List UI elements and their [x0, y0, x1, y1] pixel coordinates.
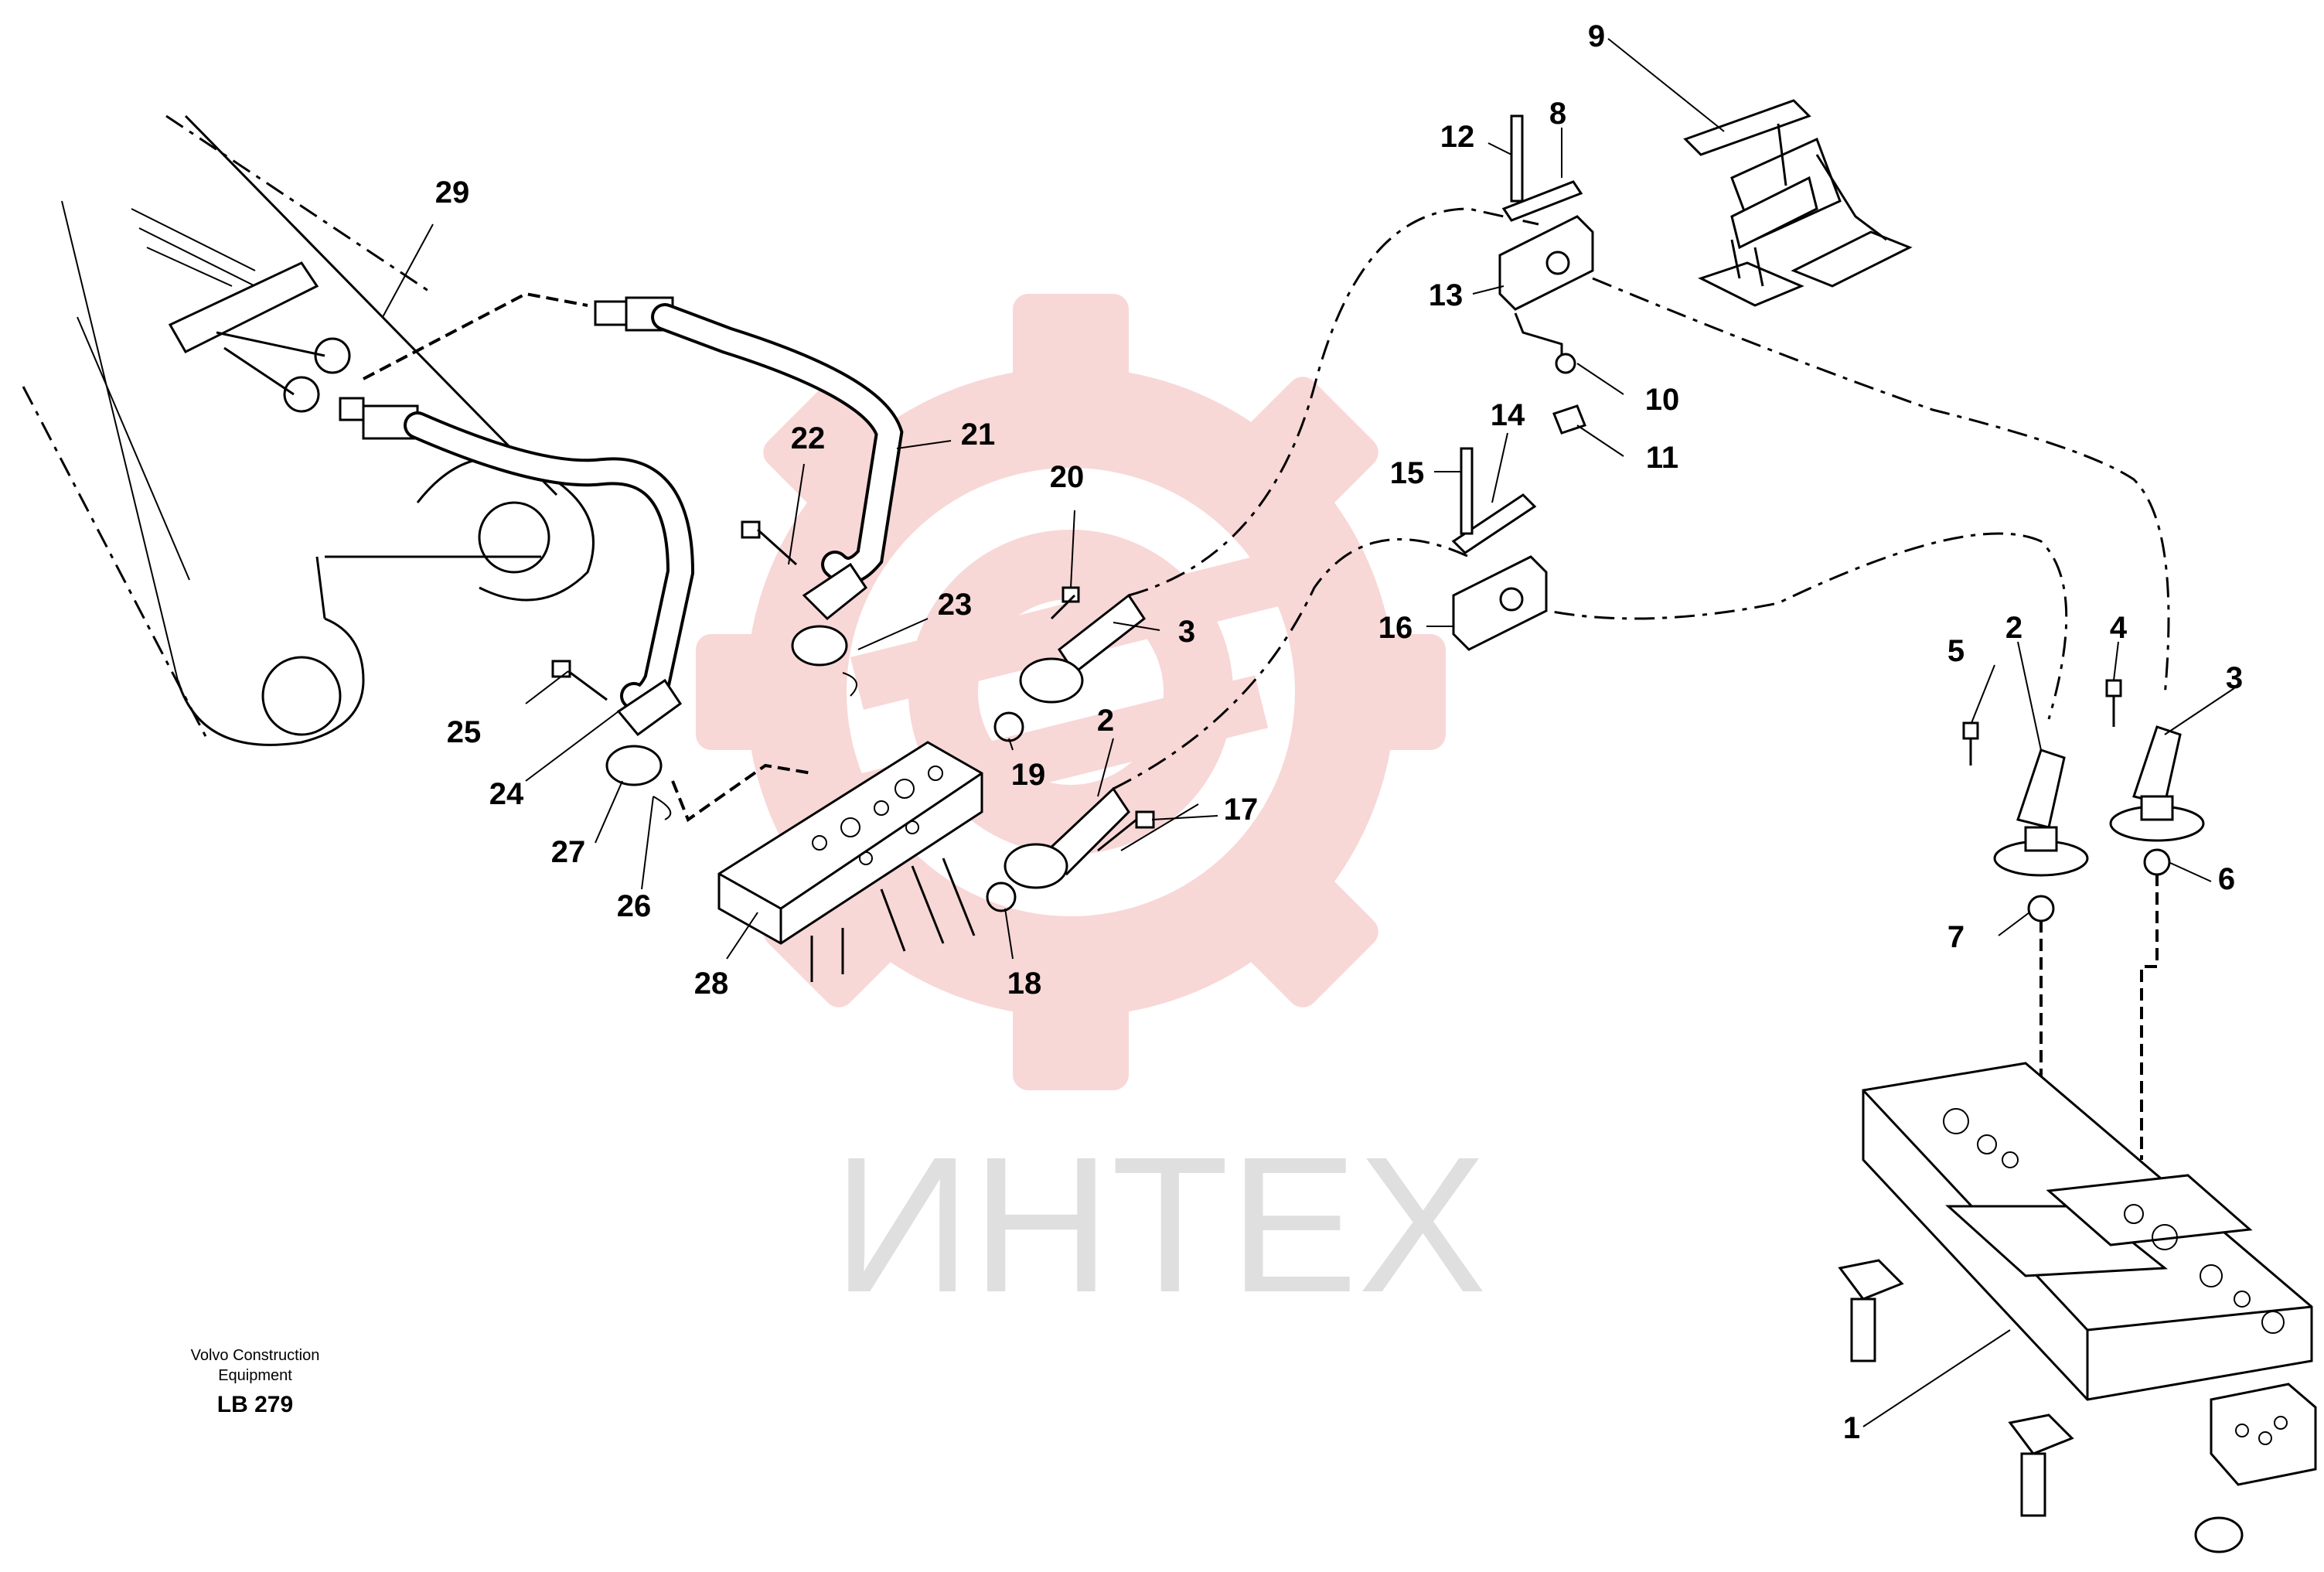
drawing-caption: Volvo Construction Equipment LB 279 [116, 1345, 394, 1418]
boom-outline [22, 114, 595, 746]
callout-6: 6 [2218, 862, 2235, 896]
route-upper [1128, 207, 1539, 597]
callout-16: 16 [1378, 611, 1413, 645]
callout-labels: 29 21 22 23 20 3 19 2 17 18 25 24 27 26 … [435, 19, 2243, 1445]
callout-3-left: 3 [1178, 615, 1195, 649]
callout-23: 23 [938, 588, 973, 622]
callout-10: 10 [1645, 383, 1680, 417]
screw-25 [551, 660, 608, 701]
line-6 [2140, 874, 2159, 1160]
control-valve-28 [717, 741, 983, 982]
callout-21: 21 [961, 418, 996, 452]
callout-2-left: 2 [1097, 704, 1114, 738]
caption-line1: Volvo Construction [190, 1347, 320, 1364]
callout-4: 4 [2110, 611, 2128, 645]
callout-1: 1 [1843, 1411, 1860, 1445]
watermark-text: ИНТЕХ [833, 1117, 1487, 1332]
hose-24 [339, 397, 813, 823]
leader-lines [382, 38, 2235, 1427]
bracket-9 [1683, 99, 1913, 307]
callout-12: 12 [1440, 120, 1475, 154]
fitting-2-right [1962, 721, 2089, 922]
callout-20: 20 [1050, 460, 1085, 494]
callout-25: 25 [447, 715, 482, 749]
route-right-lower [1515, 532, 2068, 720]
fitting-3-left [993, 586, 1147, 742]
clamp-16 [1451, 447, 1548, 651]
callout-15: 15 [1390, 456, 1425, 490]
main-valve-1 [1838, 1062, 2317, 1553]
caption-line2: Equipment [218, 1367, 292, 1384]
callout-11: 11 [1646, 441, 1678, 475]
callout-13: 13 [1429, 278, 1464, 312]
callout-2-right: 2 [2005, 611, 2022, 645]
fitting-2-left [986, 786, 1155, 912]
callout-14: 14 [1491, 398, 1525, 432]
callout-27: 27 [551, 835, 586, 869]
callout-22: 22 [791, 421, 826, 455]
callout-3-right: 3 [2226, 661, 2243, 695]
callout-28: 28 [694, 967, 729, 1001]
callout-19: 19 [1011, 758, 1046, 792]
callout-9: 9 [1588, 19, 1605, 53]
fitting-3-right [2105, 679, 2205, 876]
hose-21 [363, 292, 904, 697]
clamp-13 [1498, 114, 1594, 435]
callout-17: 17 [1224, 793, 1259, 827]
callout-24: 24 [489, 777, 524, 811]
route-lower [1113, 538, 1470, 790]
callout-29: 29 [435, 176, 470, 210]
callout-18: 18 [1007, 967, 1042, 1001]
caption-code: LB 279 [216, 1392, 294, 1417]
callout-7: 7 [1947, 920, 1964, 954]
callout-5: 5 [1947, 634, 1964, 668]
callout-26: 26 [617, 889, 652, 923]
route-right-upper [1592, 277, 2170, 697]
callout-8: 8 [1549, 97, 1566, 131]
